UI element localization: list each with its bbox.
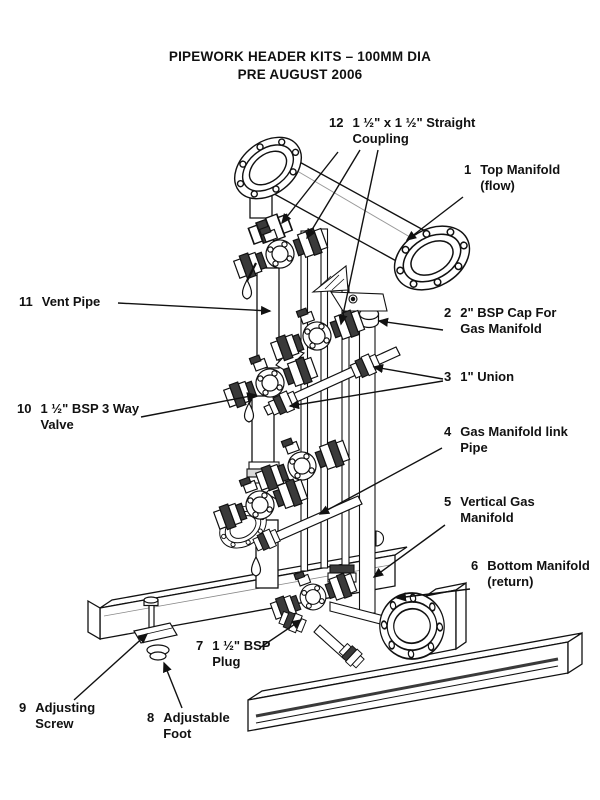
leader-12a xyxy=(281,151,339,225)
callout-text: 1 ½" BSP Plug xyxy=(212,638,271,669)
leader-10 xyxy=(140,392,258,418)
leader-4 xyxy=(318,447,443,515)
callout-number: 9 xyxy=(19,700,27,715)
callout-bottom-manifold: 6 Bottom Manifold (return) xyxy=(471,558,590,589)
callout-bsp-cap: 2 2" BSP Cap For Gas Manifold xyxy=(444,305,556,336)
leader-lines xyxy=(73,149,471,709)
callout-number: 3 xyxy=(444,369,452,384)
callout-vertical-gas-manifold: 5 Vertical Gas Manifold xyxy=(444,494,535,525)
callout-gas-manifold-link-pipe: 4 Gas Manifold link Pipe xyxy=(444,424,568,455)
callout-text: 1 ½" BSP 3 Way Valve xyxy=(40,401,140,432)
callout-vent-pipe: 11 Vent Pipe xyxy=(19,294,100,310)
valve-lever xyxy=(250,555,262,577)
callout-text: Top Manifold (flow) xyxy=(480,162,561,193)
callout-top-manifold: 1 Top Manifold (flow) xyxy=(464,162,560,193)
callout-number: 12 xyxy=(329,115,344,130)
callout-number: 4 xyxy=(444,424,452,439)
leader-3b xyxy=(288,380,444,410)
callout-number: 10 xyxy=(17,401,32,416)
callout-text: Vent Pipe xyxy=(41,294,101,309)
callout-text: Gas Manifold link Pipe xyxy=(460,424,568,455)
leader-11 xyxy=(117,302,272,316)
leader-2 xyxy=(377,317,444,331)
callout-number: 5 xyxy=(444,494,452,509)
leader-12b xyxy=(306,149,361,240)
callout-number: 2 xyxy=(444,305,452,320)
callout-straight-coupling: 12 1 ½" x 1 ½" Straight Coupling xyxy=(329,115,475,146)
diagram-title: PIPEWORK HEADER KITS – 100MM DIA PRE AUG… xyxy=(0,48,600,84)
frame-uprights xyxy=(300,228,384,614)
valve-lever xyxy=(241,278,253,300)
title-line1: PIPEWORK HEADER KITS – 100MM DIA xyxy=(168,49,432,64)
callout-adjustable-foot: 8 Adjustable Foot xyxy=(147,710,230,741)
leader-5 xyxy=(372,524,446,578)
pipe-clip xyxy=(375,530,384,547)
callout-number: 11 xyxy=(19,294,33,309)
callout-adjusting-screw: 9 Adjusting Screw xyxy=(19,700,95,731)
leader-1 xyxy=(405,196,464,241)
base-frame xyxy=(87,546,583,732)
leader-6 xyxy=(395,588,471,602)
leader-3a xyxy=(372,363,444,380)
leader-9 xyxy=(73,633,149,701)
title-line2: PRE AUGUST 2006 xyxy=(237,66,363,82)
leader-8 xyxy=(163,661,183,709)
callout-text: Adjustable Foot xyxy=(163,710,230,741)
callout-number: 8 xyxy=(147,710,155,725)
valve-lever xyxy=(243,401,255,423)
callout-text: Bottom Manifold (return) xyxy=(487,558,590,589)
callout-text: Vertical Gas Manifold xyxy=(460,494,535,525)
callout-bsp-plug: 7 1 ½" BSP Plug xyxy=(196,638,270,669)
callout-union: 3 1" Union xyxy=(444,369,514,385)
valve-assemblies xyxy=(205,209,389,671)
callout-number: 1 xyxy=(464,162,472,177)
leader-12c xyxy=(338,149,379,326)
leader-7 xyxy=(260,619,303,648)
callout-3-way-valve: 10 1 ½" BSP 3 Way Valve xyxy=(17,401,139,432)
callout-text: 2" BSP Cap For Gas Manifold xyxy=(460,305,557,336)
callout-number: 6 xyxy=(471,558,479,573)
callout-text: 1" Union xyxy=(460,369,515,384)
callout-text: 1 ½" x 1 ½" Straight Coupling xyxy=(352,115,476,146)
callout-text: Adjusting Screw xyxy=(35,700,96,731)
callout-number: 7 xyxy=(196,638,204,653)
